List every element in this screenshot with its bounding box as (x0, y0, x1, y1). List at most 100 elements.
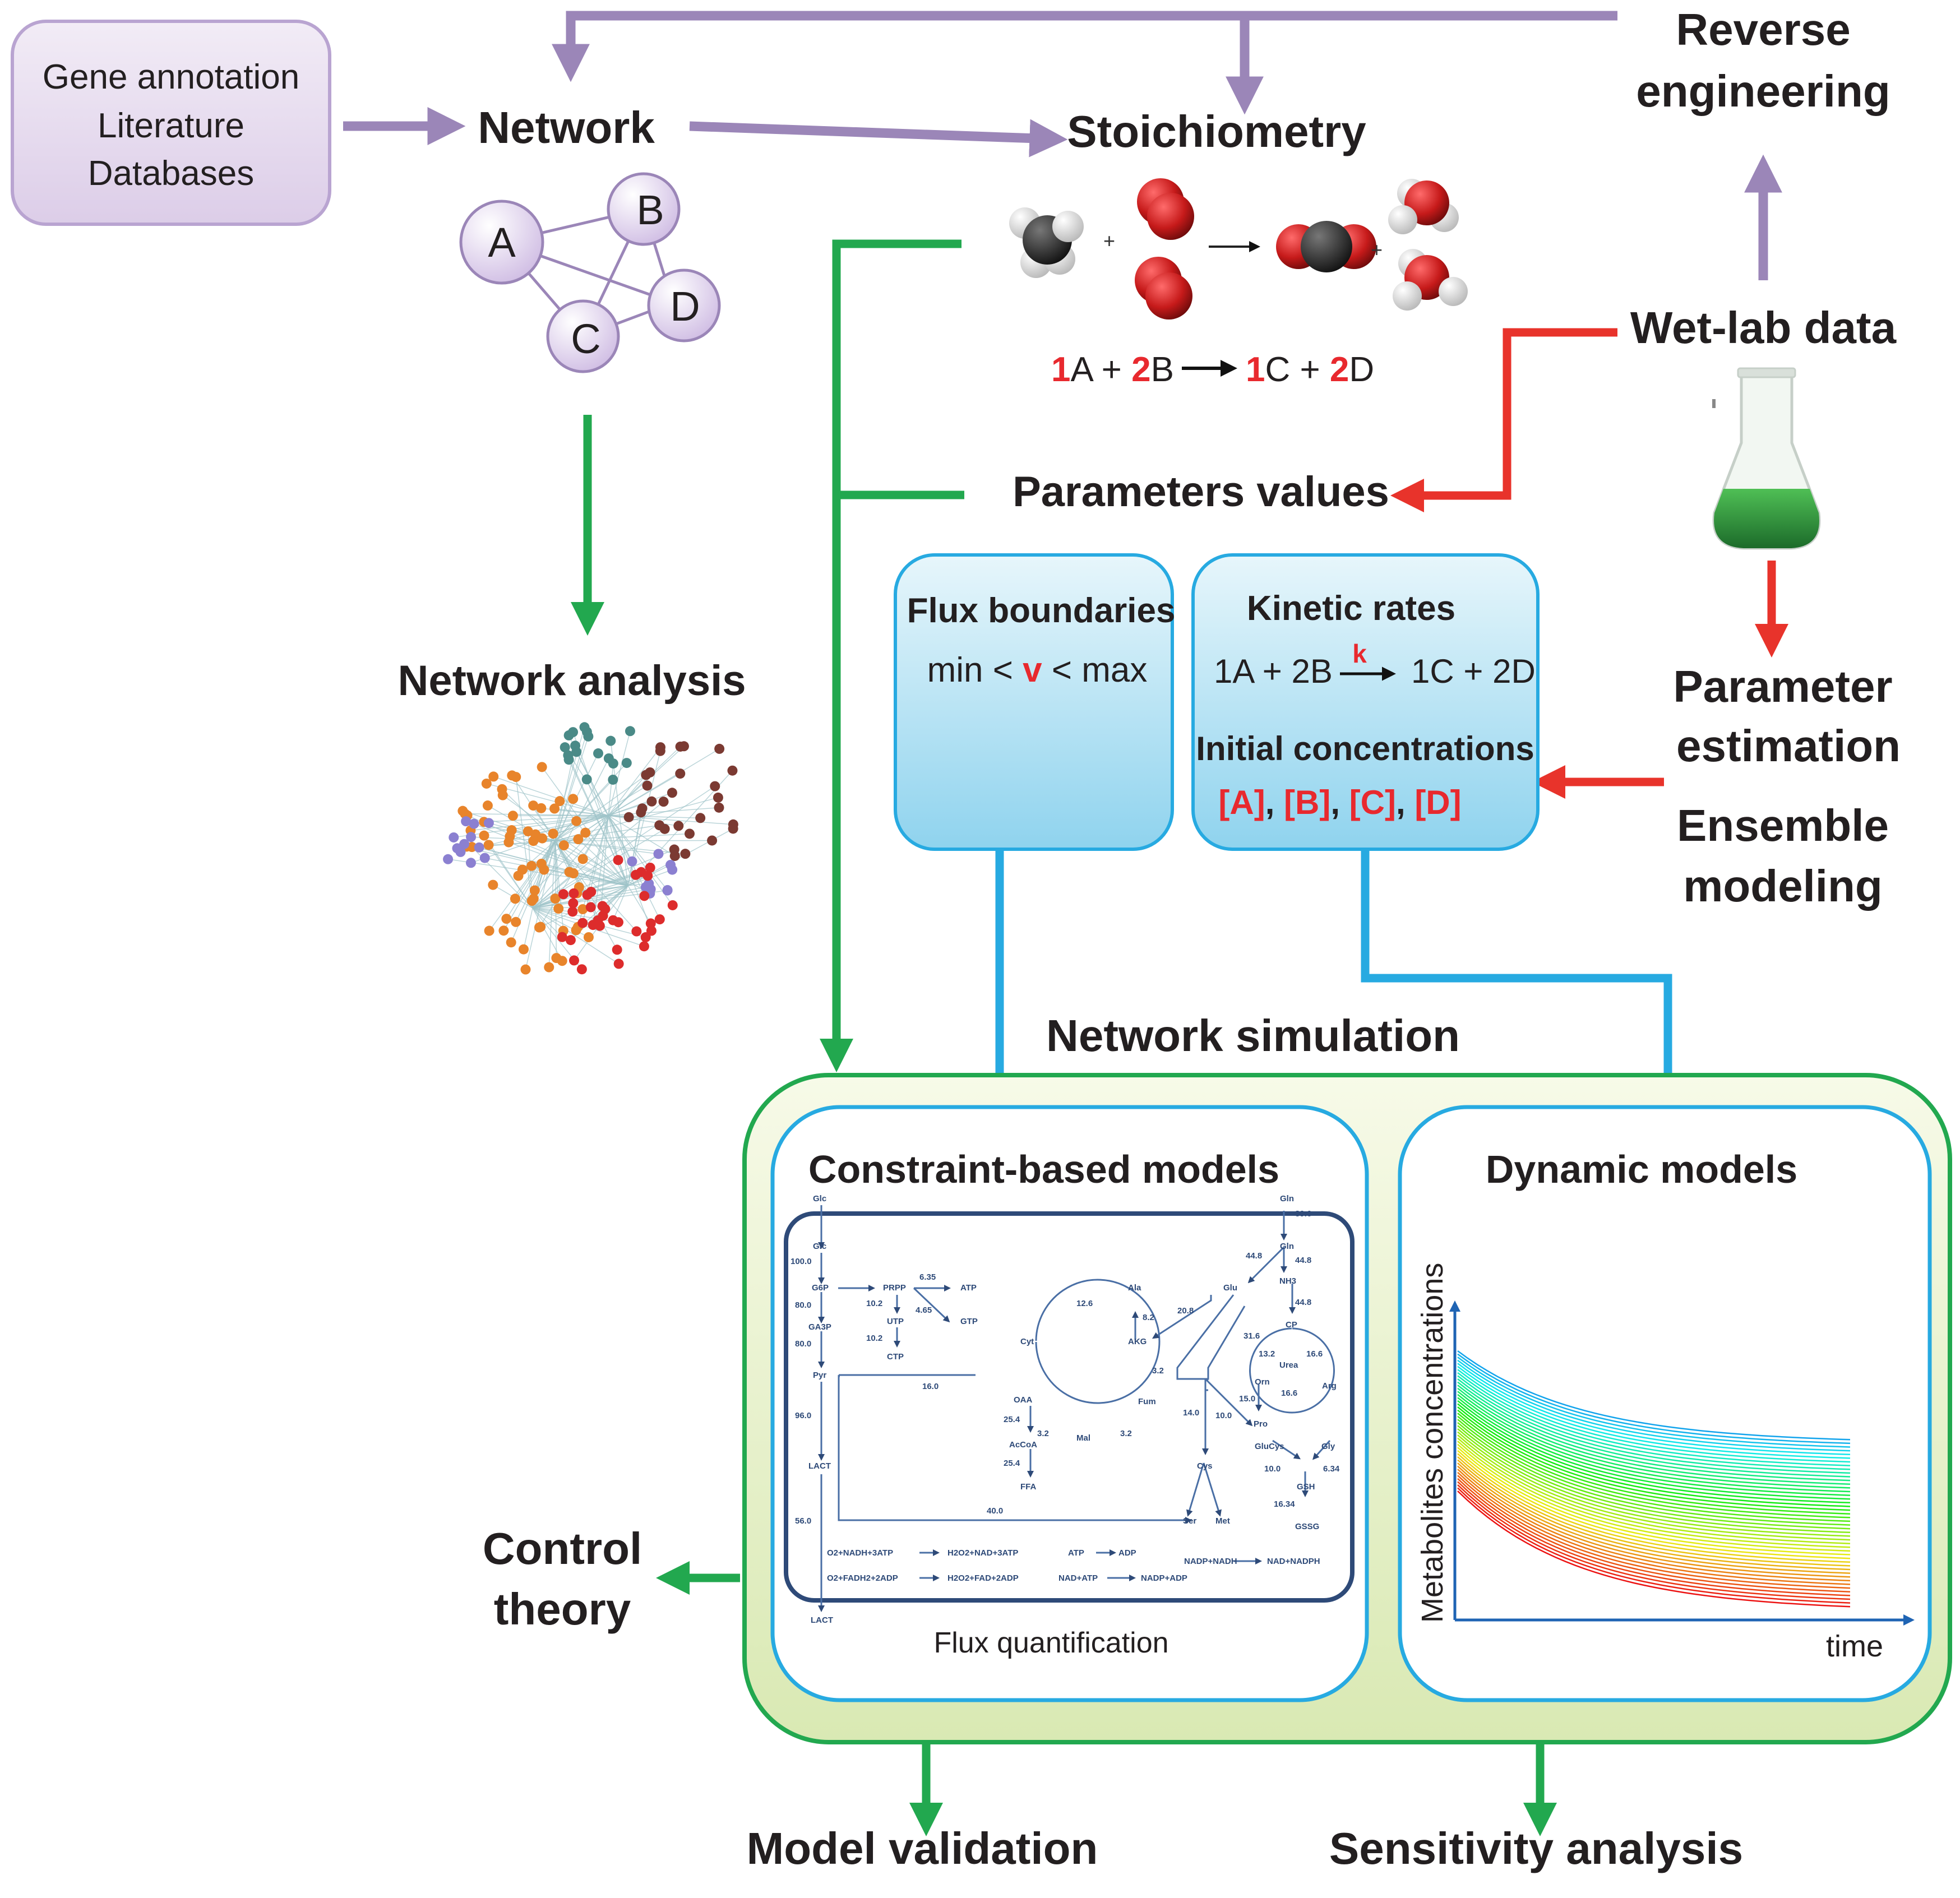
concentration-curve (1457, 1359, 1851, 1452)
network-node (526, 860, 537, 871)
network-edge (573, 885, 628, 904)
network-node (714, 743, 725, 754)
network-node (506, 937, 516, 948)
network-edge (608, 815, 619, 860)
svg-text:Fum: Fum (1138, 1397, 1156, 1406)
network-node (548, 828, 558, 839)
svg-text:G6P: G6P (812, 1283, 829, 1293)
network-node (563, 754, 574, 765)
network-node (613, 855, 623, 865)
network-node (568, 868, 579, 879)
network-node (536, 803, 547, 813)
network-node (658, 797, 669, 807)
network-node (646, 925, 657, 936)
network-edge (627, 885, 651, 924)
network-edge (554, 832, 586, 841)
svg-text:OAA: OAA (1014, 1395, 1033, 1405)
source-literature: Literature (98, 107, 244, 145)
svg-text:ATP: ATP (1068, 1548, 1084, 1558)
network-edge (532, 801, 664, 909)
concentration-curve (1457, 1478, 1851, 1593)
network-edge (493, 776, 609, 816)
network-analysis-title: Network analysis (398, 657, 746, 705)
network-node (461, 816, 471, 827)
network-edge (503, 840, 556, 931)
svg-text:Glc: Glc (813, 1242, 826, 1251)
network-node (537, 762, 547, 772)
network-node (641, 770, 651, 780)
network-node (539, 864, 549, 875)
network-node (483, 818, 494, 828)
svg-text:H2O2+FAD+2ADP: H2O2+FAD+2ADP (947, 1573, 1019, 1583)
node-d (647, 269, 721, 342)
network-node (571, 747, 582, 757)
initial-concentrations-title: Initial concentrations (1196, 730, 1534, 767)
network-node (465, 858, 476, 868)
network-node (645, 862, 655, 873)
svg-text:1C + 2D: 1C + 2D (1246, 350, 1374, 389)
svg-text:44.8: 44.8 (1246, 1251, 1262, 1261)
network-node (497, 790, 508, 800)
network-node (484, 925, 494, 936)
svg-text:25.4: 25.4 (1004, 1459, 1020, 1468)
concentration-curve (1457, 1484, 1851, 1600)
concentration-curve (1457, 1397, 1851, 1496)
network-edge (534, 815, 609, 891)
model-validation: Model validation (747, 1823, 1098, 1873)
network-node (557, 932, 567, 942)
network-node (469, 818, 479, 829)
concentration-curve (1457, 1443, 1851, 1552)
parameters-values: Parameters values (1013, 468, 1389, 516)
network-node (727, 765, 738, 776)
network-node (680, 849, 691, 859)
flux-boundaries-expression: min < v < max (927, 651, 1148, 689)
concentration-curve (1457, 1456, 1851, 1567)
svg-text:3.2: 3.2 (1120, 1429, 1132, 1438)
network-node (637, 803, 648, 814)
network-node (567, 906, 578, 917)
svg-text:GA3P: GA3P (808, 1322, 831, 1332)
concentration-curve (1457, 1413, 1851, 1515)
svg-text:13.2: 13.2 (1259, 1349, 1275, 1359)
concentration-curve (1457, 1353, 1851, 1445)
network-edge (548, 840, 556, 967)
concentration-curve (1457, 1459, 1851, 1571)
svg-text:Pro: Pro (1254, 1419, 1268, 1429)
kinetic-lhs: 1A + 2B (1214, 652, 1333, 690)
network-node (710, 781, 720, 791)
network-node (510, 894, 520, 904)
network-node (684, 828, 695, 839)
network-node (642, 871, 653, 881)
network-edge (484, 815, 609, 823)
svg-text:Gln: Gln (1280, 1242, 1294, 1251)
network-simulation-title: Network simulation (1046, 1011, 1460, 1061)
svg-text:+: + (1371, 238, 1383, 261)
network-edge (608, 763, 614, 816)
network-node (466, 842, 477, 853)
network-edge (515, 840, 556, 899)
svg-text:ATP: ATP (960, 1283, 977, 1293)
network-node (518, 944, 529, 955)
network-node (511, 772, 521, 783)
network-node (640, 932, 651, 943)
svg-text:100.0: 100.0 (791, 1257, 812, 1266)
network-node (593, 748, 604, 759)
initial-concentrations-values: [A], [B], [C], [D] (1218, 784, 1461, 821)
svg-text:96.0: 96.0 (795, 1411, 811, 1420)
svg-text:Ala: Ala (1128, 1283, 1141, 1293)
svg-text:10.0: 10.0 (1215, 1411, 1232, 1420)
node-d-label: D (670, 283, 700, 330)
node-a-label: A (488, 219, 516, 266)
network-node (655, 742, 665, 753)
network-node (580, 827, 591, 838)
node-b (607, 172, 681, 246)
network-node (550, 894, 561, 904)
concentration-curve (1457, 1365, 1851, 1459)
network-node (675, 741, 686, 752)
concentration-curve (1457, 1437, 1851, 1544)
svg-text:GSSG: GSSG (1295, 1522, 1319, 1531)
network-node (586, 887, 597, 897)
concentration-curve (1457, 1481, 1851, 1596)
svg-text:O2+FADH2+2ADP: O2+FADH2+2ADP (827, 1573, 898, 1583)
network-node (714, 802, 724, 813)
